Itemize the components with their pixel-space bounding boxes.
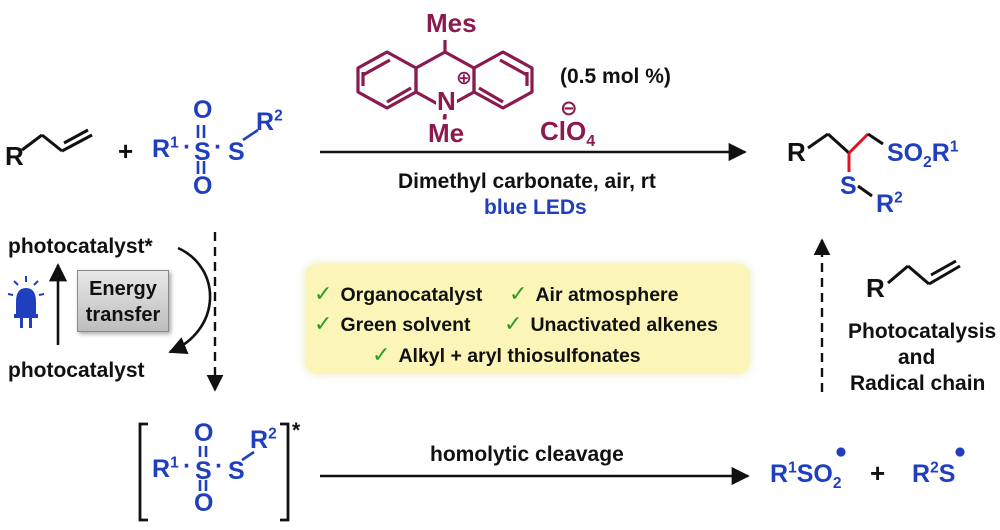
thiyl-radical: R2S <box>912 459 956 488</box>
check-icon: ✓ <box>509 281 528 306</box>
excited-thiosulfonate-bonds <box>198 446 255 491</box>
excited-oxygen-top: O <box>194 419 214 447</box>
feature-item: ✓Alkyl + aryl thiosulfonates <box>372 342 641 367</box>
photocatalyst-excited: photocatalyst* <box>8 235 153 258</box>
side-text-line2: and <box>898 346 936 369</box>
sulfonyl-radical: R1SO2 <box>770 459 842 492</box>
side-text-line1: Photocatalysis <box>848 320 997 343</box>
product-sulfonyl-group: SO2R1 <box>887 138 959 171</box>
feature-item: ✓Green solvent <box>314 311 471 336</box>
charge-plus: ⊕ <box>456 68 472 89</box>
side-alkene-r-label: R <box>866 273 885 303</box>
feature-item: ✓Unactivated alkenes <box>504 311 718 336</box>
excited-thio-sulfur: S <box>228 457 245 485</box>
bond-dot: · <box>214 133 223 161</box>
thio-sulfur: S <box>228 138 245 166</box>
conditions-light: blue LEDs <box>484 196 587 219</box>
side-alkene-bonds <box>887 259 961 286</box>
anion-charge: ⊖ <box>560 97 578 120</box>
excited-r1-label: R1 <box>152 454 179 483</box>
alkene-substrate-bonds <box>21 128 93 153</box>
product-r-label: R <box>787 137 806 167</box>
product-r2-label: R2 <box>876 189 903 218</box>
check-icon: ✓ <box>504 311 523 336</box>
bond-dot: · <box>183 133 192 161</box>
feature-item: ✓Air atmosphere <box>509 281 679 306</box>
homolysis-label: homolytic cleavage <box>430 443 624 466</box>
led-bulb-icon <box>7 276 45 328</box>
plus-sign: + <box>870 458 886 488</box>
radical-dot <box>836 447 846 457</box>
check-icon: ✓ <box>314 311 333 336</box>
bond-dot: · <box>215 452 224 480</box>
acridinium-nitrogen: N <box>436 86 457 116</box>
methyl-label: Me <box>428 118 465 148</box>
photocatalyst-ground: photocatalyst <box>8 359 145 382</box>
catalyst-loading: (0.5 mol %) <box>560 65 671 88</box>
product-sulfur: S <box>840 172 857 200</box>
r2-label: R2 <box>256 107 283 136</box>
side-text-line3: Radical chain <box>850 372 986 395</box>
excited-oxygen-bottom: O <box>194 489 214 517</box>
excited-sulfonyl-sulfur: S <box>195 457 212 485</box>
check-icon: ✓ <box>372 342 391 367</box>
thiosulfonate-bonds <box>196 125 259 174</box>
energy-transfer-line2: transfer <box>85 304 161 326</box>
radical-dot <box>955 447 965 457</box>
sulfonyl-oxygen-bottom: O <box>193 172 213 200</box>
radical-dot-label: · <box>441 102 450 132</box>
r1-label: R1 <box>152 134 179 163</box>
bracket <box>138 422 290 522</box>
check-icon: ✓ <box>314 281 333 306</box>
mes-label: Mes <box>426 8 477 38</box>
plus-sign: + <box>118 136 134 166</box>
feature-item: ✓Organocatalyst <box>314 281 483 306</box>
perchlorate-label: ClO4 <box>540 116 596 151</box>
product-bonds <box>807 132 884 198</box>
sulfonyl-oxygen-top: O <box>193 96 213 124</box>
excited-state-star: * <box>292 419 301 442</box>
cycle-curved-arrow <box>168 246 212 354</box>
conditions-solvent: Dimethyl carbonate, air, rt <box>398 170 656 193</box>
excited-r2-label: R2 <box>250 425 277 454</box>
alkene-r-label: R <box>5 141 24 171</box>
energy-transfer-box: Energy transfer <box>77 270 169 332</box>
features-box <box>305 264 750 374</box>
energy-transfer-line1: Energy <box>89 278 157 300</box>
bond-dot: · <box>183 452 192 480</box>
sulfonyl-sulfur: S <box>194 138 211 166</box>
